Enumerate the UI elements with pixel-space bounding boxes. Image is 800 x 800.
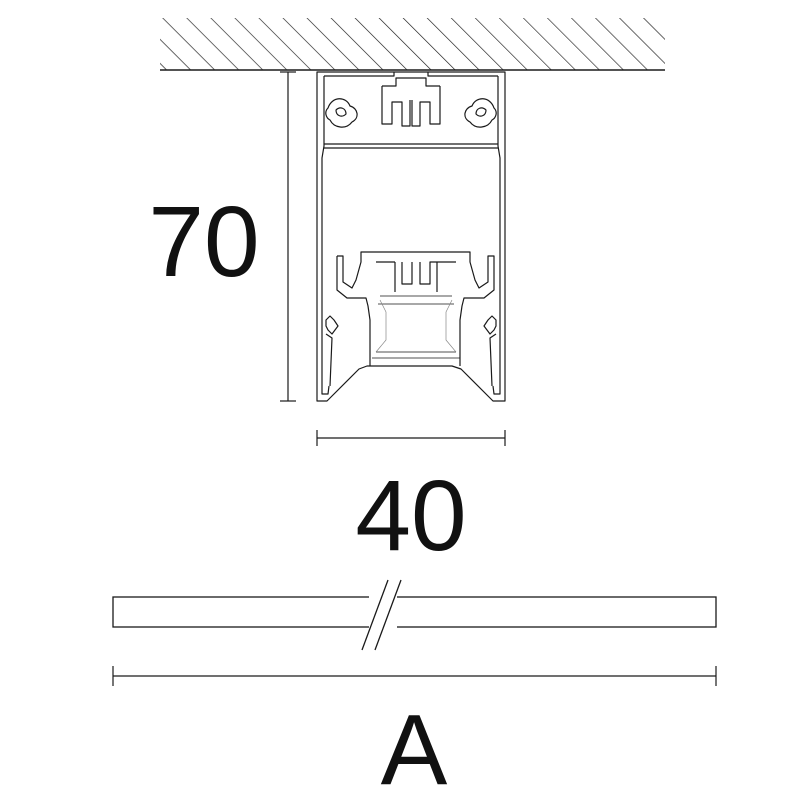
profile-cavity — [324, 143, 498, 149]
left-screw-boss — [325, 98, 358, 128]
height-label: 70 — [148, 186, 259, 298]
break-mark-left — [361, 579, 389, 651]
length-label: A — [381, 694, 448, 800]
profile-outer-wall — [316, 71, 506, 402]
width-dimension — [316, 430, 506, 446]
right-screw-boss — [464, 98, 497, 128]
led-carrier — [336, 251, 495, 366]
profile-inner-wall — [321, 76, 501, 395]
lens-profile — [375, 299, 457, 353]
side-view-bar — [112, 579, 717, 651]
ceiling-hatch — [160, 18, 665, 70]
profile-top-slot — [324, 72, 498, 127]
length-dimension — [112, 666, 717, 686]
profile-side-view — [112, 596, 717, 628]
diffuser-lens — [372, 295, 460, 359]
width-label: 40 — [355, 460, 466, 572]
height-dimension — [280, 71, 296, 402]
break-mark-right — [374, 579, 402, 651]
ceiling — [160, 18, 665, 71]
profile-cross-section — [316, 71, 506, 402]
right-clip — [483, 315, 497, 387]
left-clip — [325, 315, 339, 387]
